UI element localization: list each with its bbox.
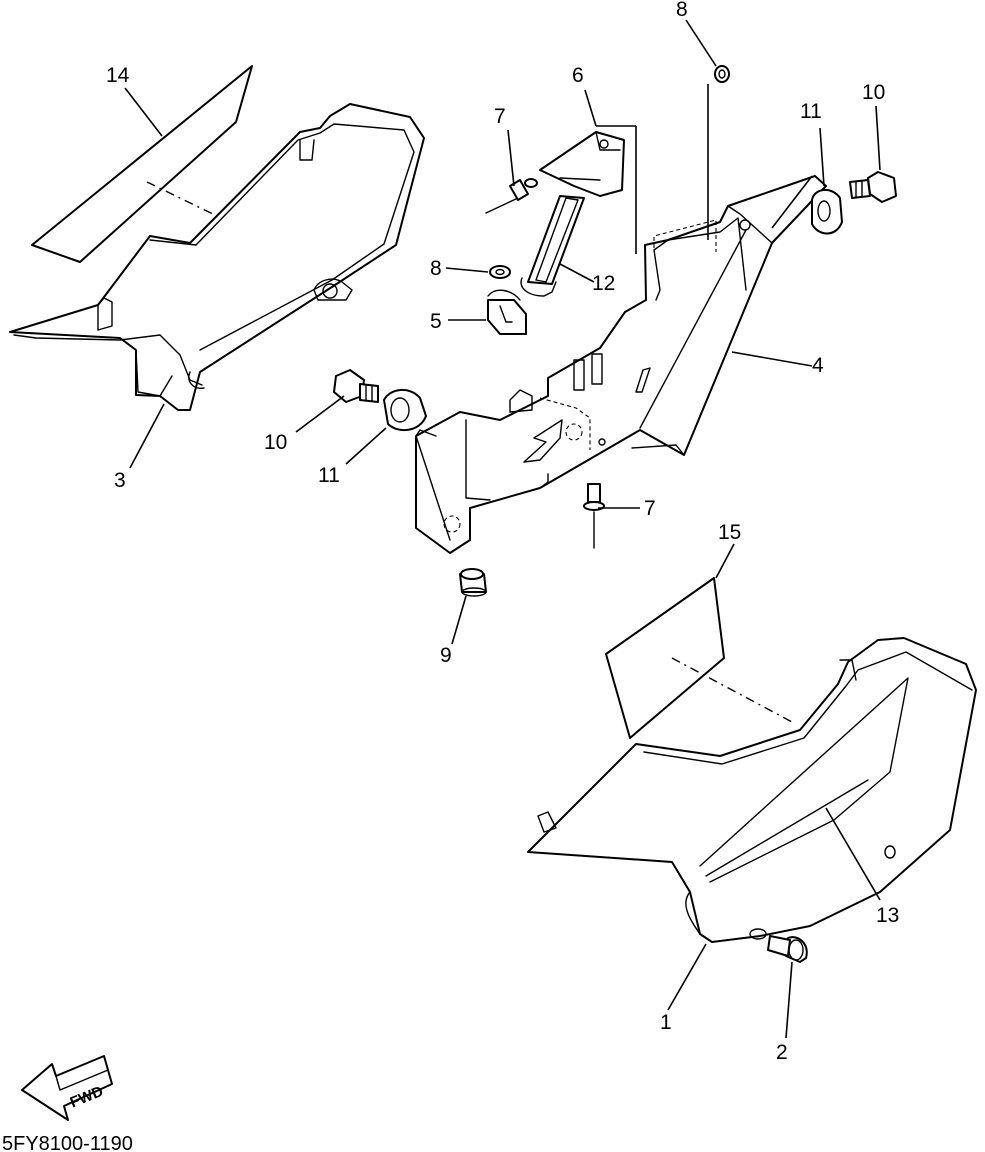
callout-14: 14 <box>106 64 130 87</box>
rivet-7-lower <box>583 483 605 549</box>
callout-7-lower: 7 <box>644 497 656 520</box>
bracket-4 <box>415 175 827 554</box>
bolt-10-right <box>849 171 897 203</box>
decal-14 <box>31 65 253 263</box>
band-12 <box>520 195 585 297</box>
callout-5: 5 <box>430 310 442 333</box>
side-cover-left-3 <box>9 103 425 411</box>
fwd-arrow-icon: FWD <box>21 1055 113 1121</box>
clip-5 <box>487 289 527 335</box>
damper-11-left <box>383 389 427 432</box>
decal-15 <box>605 577 793 739</box>
callout-1: 1 <box>660 1011 672 1034</box>
callout-9: 9 <box>440 644 452 667</box>
callout-7-upper: 7 <box>494 105 506 128</box>
rivet-7-upper <box>485 178 538 214</box>
washer-8-lower <box>489 265 511 279</box>
callout-3: 3 <box>114 469 126 492</box>
side-cover-right-1 <box>527 637 977 943</box>
callout-10-right: 10 <box>862 81 885 104</box>
callout-13: 13 <box>876 904 899 927</box>
callout-10-left: 10 <box>264 431 287 454</box>
callout-11-left: 11 <box>318 464 340 487</box>
callout-8-lower: 8 <box>430 257 442 280</box>
bolt-10-left <box>333 369 379 403</box>
callout-6: 6 <box>572 64 584 87</box>
damper-11-right <box>811 189 843 235</box>
callout-labels: 1 2 3 4 5 6 7 7 8 8 9 10 10 11 11 12 13 … <box>106 0 899 1064</box>
callout-4: 4 <box>812 354 824 377</box>
callout-2: 2 <box>776 1041 788 1064</box>
holder-6 <box>539 131 625 197</box>
screw-2 <box>767 935 808 963</box>
leader-lines <box>124 19 881 1039</box>
callout-11-right: 11 <box>800 100 822 123</box>
callout-8-upper: 8 <box>676 0 688 21</box>
diagram-code: 5FY8100-1190 <box>2 1133 133 1152</box>
grommet-9 <box>459 568 487 597</box>
washer-8-upper <box>714 65 730 83</box>
callout-12: 12 <box>592 272 615 295</box>
callout-15: 15 <box>718 521 741 544</box>
